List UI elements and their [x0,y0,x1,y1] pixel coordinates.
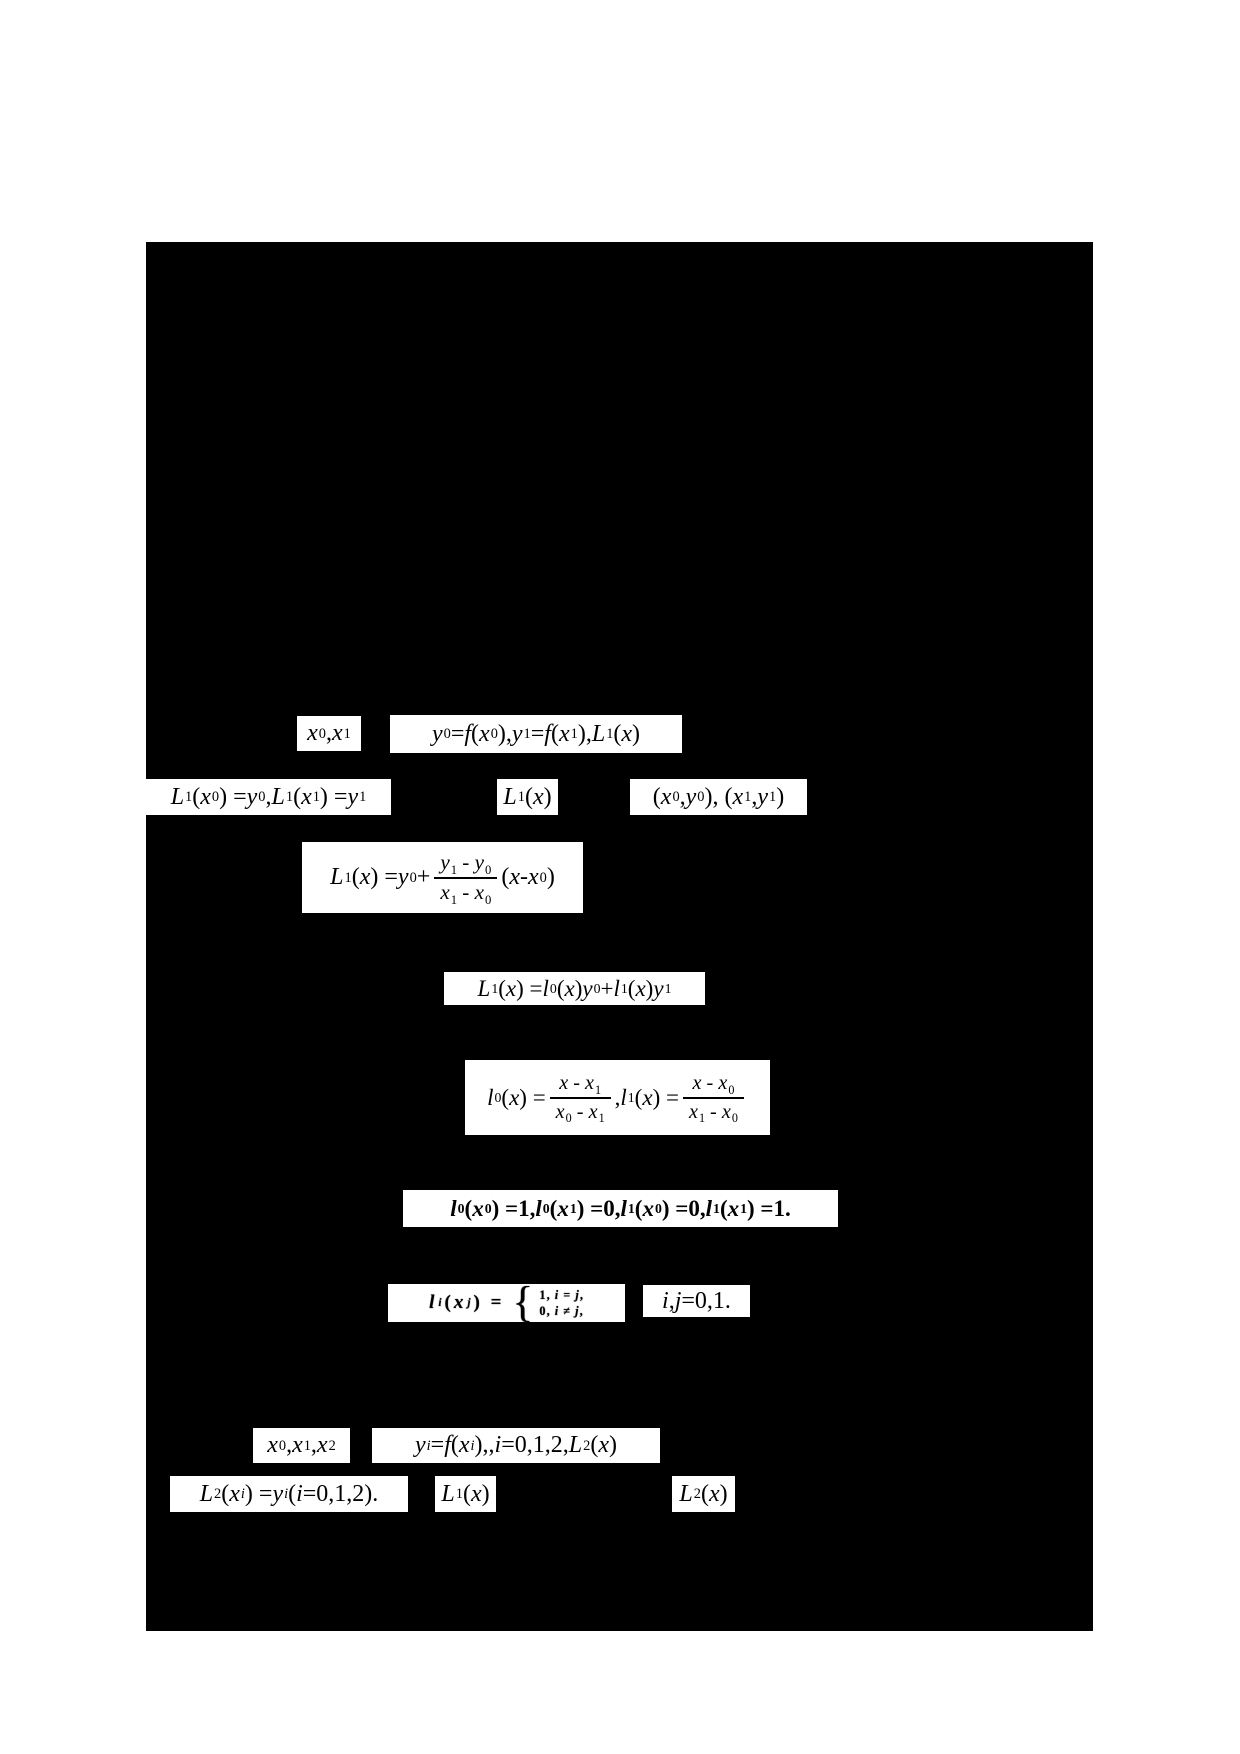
formula-index-range: i, j =0,1. [643,1285,750,1317]
